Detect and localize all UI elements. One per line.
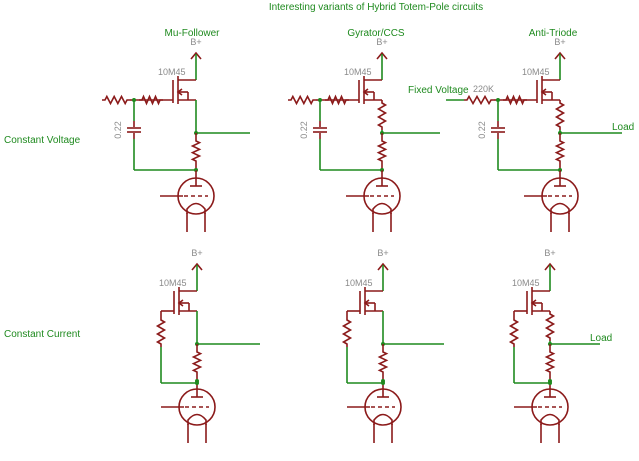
supply-arrow-icon: [376, 51, 388, 60]
resistor: [139, 94, 163, 106]
mosfet-label: 10M45: [159, 278, 187, 288]
resistor-220k-label: 220K: [473, 84, 494, 94]
mosfet-arrow-icon: [540, 88, 547, 96]
supply-arrow-icon: [544, 262, 556, 271]
resistor: [288, 94, 316, 106]
tube-cathode: [540, 413, 560, 425]
resistor: [508, 317, 520, 347]
resistor: [325, 94, 349, 106]
supply-label: B+: [190, 37, 201, 47]
resistor: [544, 311, 556, 341]
mosfet-label: 10M45: [344, 67, 372, 77]
resistor: [554, 100, 566, 130]
resistor: [376, 138, 388, 164]
diagram-title: Interesting variants of Hybrid Totem-Pol…: [269, 2, 483, 13]
column-title-mu-follower: Mu-Follower: [164, 28, 220, 39]
column-title-gyrator-ccs: Gyrator/CCS: [347, 28, 405, 39]
column-title-anti-triode: Anti-Triode: [529, 28, 578, 39]
mosfet-label: 10M45: [158, 67, 186, 77]
supply-label: B+: [376, 37, 387, 47]
resistor: [376, 100, 388, 130]
supply-arrow-icon: [191, 262, 203, 271]
mosfet-label: 10M45: [345, 278, 373, 288]
load-label: Load: [612, 122, 634, 133]
junction-dot: [195, 381, 199, 385]
resistor: [341, 317, 353, 347]
row-label-constant-current: Constant Current: [4, 329, 80, 340]
supply-label: B+: [544, 248, 555, 258]
supply-label: B+: [377, 248, 388, 258]
supply-arrow-icon: [377, 262, 389, 271]
row-label-constant-voltage: Constant Voltage: [4, 135, 81, 146]
mosfet-arrow-icon: [363, 299, 370, 307]
resistor: [102, 94, 130, 106]
supply-arrow-icon: [190, 51, 202, 60]
tube-cathode: [550, 202, 570, 214]
resistor: [377, 349, 389, 375]
resistor: [190, 138, 202, 164]
mosfet-label: 10M45: [512, 278, 540, 288]
resistor: [155, 317, 167, 347]
resistor: [544, 349, 556, 375]
load-label: Load: [590, 333, 612, 344]
fixed-voltage-label: Fixed Voltage: [408, 85, 469, 96]
junction-dot: [548, 381, 552, 385]
tube-cathode: [187, 413, 207, 425]
resistor: [191, 349, 203, 375]
capacitor-label: 0.22: [477, 121, 487, 139]
resistor: [464, 94, 494, 106]
tube-cathode: [372, 202, 392, 214]
mosfet-arrow-icon: [176, 88, 183, 96]
capacitor-label: 0.22: [299, 121, 309, 139]
supply-arrow-icon: [554, 51, 566, 60]
capacitor-label: 0.22: [113, 121, 123, 139]
tube-cathode: [186, 202, 206, 214]
resistor: [503, 94, 527, 106]
mosfet-arrow-icon: [530, 299, 537, 307]
supply-label: B+: [554, 37, 565, 47]
mosfet-arrow-icon: [177, 299, 184, 307]
mosfet-arrow-icon: [362, 88, 369, 96]
supply-label: B+: [191, 248, 202, 258]
mosfet-label: 10M45: [522, 67, 550, 77]
junction-dot: [381, 381, 385, 385]
resistor: [554, 138, 566, 164]
tube-cathode: [373, 413, 393, 425]
